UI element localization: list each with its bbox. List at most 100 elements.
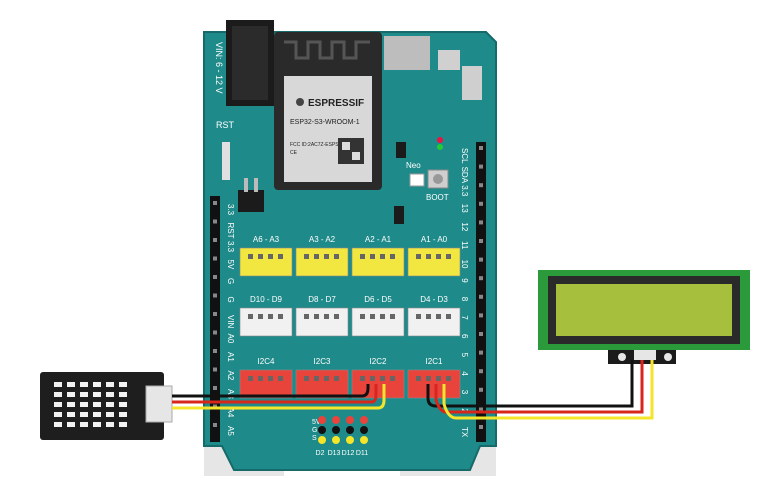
header-pin [479,369,483,374]
header-pin [479,350,483,355]
bottom-pin-side-label: 5V [312,419,321,426]
header-pin [213,367,217,372]
header-pin [213,386,217,390]
left-pin-label: A3 [226,389,235,399]
header-pin [479,164,483,169]
header-pin [479,294,483,299]
lcd-screen [556,284,732,336]
header-pin [213,349,217,353]
i2c-port-label: I2C1 [426,357,443,366]
header-pin [213,330,217,335]
right-pin-label: 7 [460,315,469,320]
left-pin-label: 3.3 [226,241,235,253]
right-pin-label: 4 [460,371,469,376]
right-pin-label: TX [460,427,469,438]
neo-label: Neo [406,161,421,170]
left-pin-label: A5 [226,426,235,436]
sensor-vent-grid [54,382,127,427]
header-pin [479,257,483,262]
i2c-port [295,369,349,399]
analog-port-label: A2 - A1 [365,235,392,244]
left-pin-label: VIN [226,315,235,329]
bottom-pin-label: D13 [328,450,341,457]
right-pin-label: SCL [460,148,469,164]
digital-port [295,307,349,337]
header-pin [479,425,483,429]
bottom-pin-label: D2 [316,450,325,457]
left-pin-label: G [226,278,235,284]
left-pin-label: A4 [226,408,235,418]
analog-port-label: A6 - A3 [253,235,280,244]
left-pin-label: 3.3 [226,204,235,216]
right-pin-label: SDA [460,167,469,184]
header-pin [479,239,483,243]
left-pin-label: RST [226,223,235,239]
header-pin [479,276,483,281]
module-cert-line1: FCC ID:2AC7Z-ESPS3WROOM1 [290,142,365,148]
grove-ports: A6 - A3 A3 - A2 A2 - A1 A1 - A0 D10 - D9 D8 -… [239,235,461,399]
right-pin-label: 3.3 [460,185,469,197]
header-pin [479,146,483,150]
digital-port [407,307,461,337]
antenna-trace [284,40,370,60]
header-pin [213,293,217,298]
header-pin [479,387,483,392]
analog-port [351,247,405,277]
analog-port-label: A1 - A0 [421,235,448,244]
right-pin-label: 3 [460,390,469,395]
module-shield [284,76,372,182]
header-pin [213,312,217,316]
lcd-connector [634,350,656,360]
left-pin-label: A2 [226,371,235,381]
i2c-port [407,369,461,399]
digital-port-label: D6 - D5 [364,295,392,304]
header-pin [213,275,217,279]
header-pin [479,313,483,318]
digital-port [351,307,405,337]
led-green-icon [437,144,443,150]
reset-button [222,142,230,180]
i2c-port [351,369,405,399]
lcd-wire [426,360,654,420]
digital-port [239,307,293,337]
digital-port-label: D10 - D9 [250,295,283,304]
right-pin-label: 12 [460,222,469,231]
right-pin-label: 6 [460,334,469,339]
header-pin [479,183,483,188]
analog-port-label: A3 - A2 [309,235,336,244]
header-pin [213,423,217,427]
left-pin-label: A0 [226,334,235,344]
module-cert-line2: CE [290,150,298,156]
i2c-port [239,369,293,399]
neopixel-led [409,173,425,187]
header-pin [213,256,217,261]
header-pin [479,406,483,411]
header-pin [213,219,217,224]
switch [462,66,482,100]
i2c-port-label: I2C2 [370,357,387,366]
right-pin-label: 5 [460,353,469,358]
chip-small [438,50,460,70]
right-pin-label: 10 [460,260,469,269]
module-model: ESP32-S3-WROOM-1 [290,119,360,126]
espressif-logo-icon [296,98,304,106]
led-red-icon [437,137,443,143]
header-pin [213,238,217,242]
bottom-pin-side-label: S [312,435,317,442]
boot-label: BOOT [426,193,449,202]
header-pin [479,332,483,336]
digital-port-label: D8 - D7 [308,295,336,304]
sensor-wire [172,384,386,410]
bottom-pin-label: D11 [356,450,368,457]
left-pin-label: G [226,297,235,303]
right-pin-label: 13 [460,204,469,213]
right-pin-label: 9 [460,278,469,283]
analog-port [295,247,349,277]
analog-port [407,247,461,277]
analog-port [239,247,293,277]
bottom-pin-side-label: G [312,427,317,434]
